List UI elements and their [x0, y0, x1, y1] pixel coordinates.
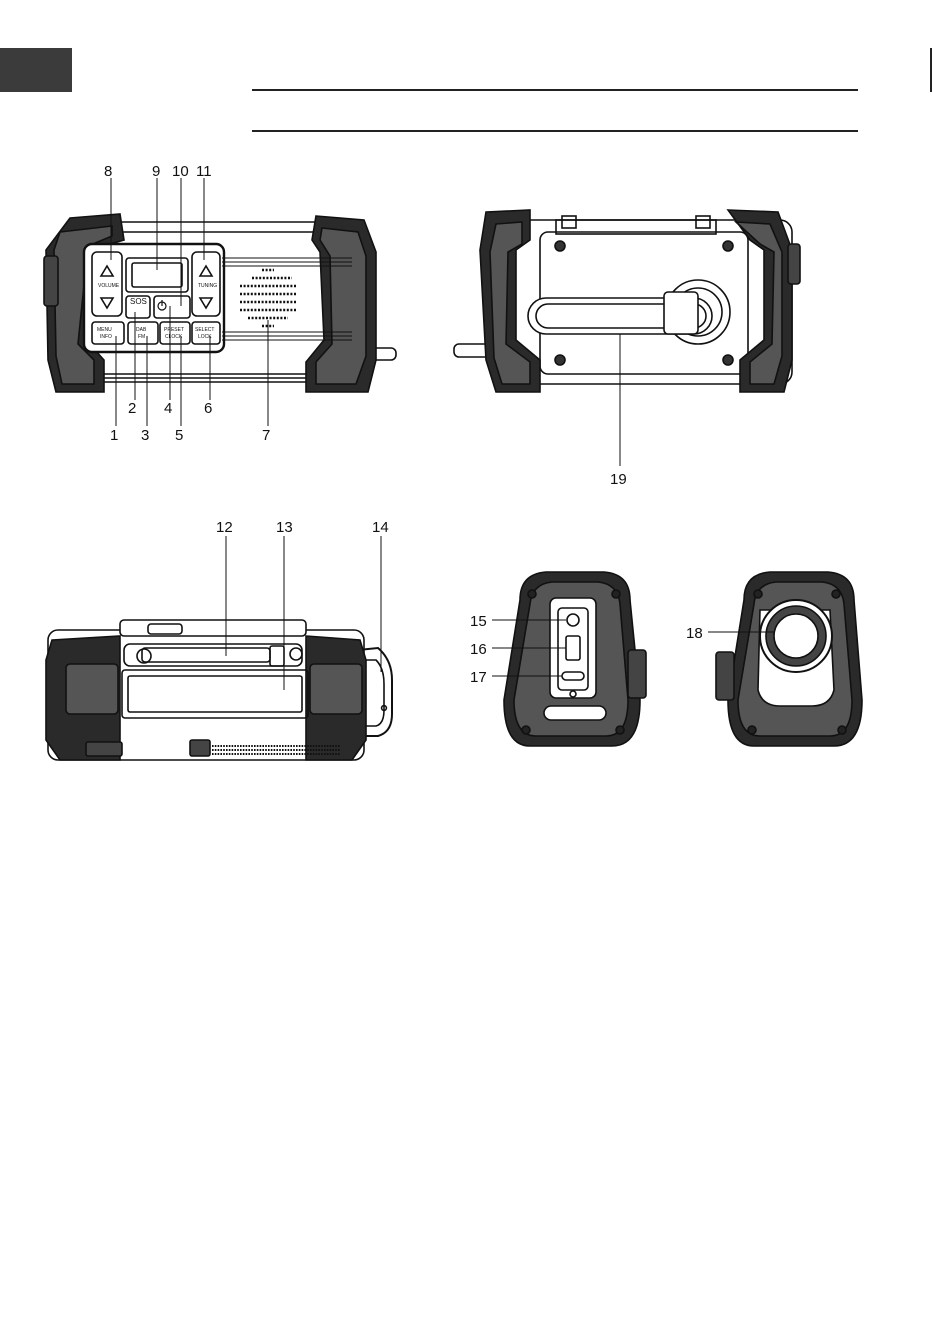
band-label: DAB: [136, 327, 147, 333]
callout-1: 1: [110, 427, 118, 444]
callout-8: 8: [104, 163, 112, 180]
callout-12: 12: [216, 519, 233, 536]
callout-4: 4: [164, 400, 172, 417]
callout-15: 15: [470, 613, 487, 630]
volume-label: VOLUME: [98, 283, 120, 289]
callout-16: 16: [470, 641, 487, 658]
callout-9: 9: [152, 163, 160, 180]
tuning-label: TUNING: [198, 283, 217, 289]
preset-label: PRESET: [164, 327, 184, 333]
callout-11: 11: [196, 163, 212, 180]
callout-13: 13: [276, 519, 293, 536]
menu-label: MENU: [97, 327, 112, 333]
front-view: [44, 178, 396, 426]
side-view-ports: [492, 572, 646, 746]
sos-label: SOS: [130, 297, 147, 306]
select-label: SELECT: [195, 327, 214, 333]
callout-18: 18: [686, 625, 703, 642]
preset-sub-label: CLOCK: [165, 334, 183, 340]
callout-6: 6: [204, 400, 212, 417]
back-view: [454, 210, 800, 466]
callout-3: 3: [141, 427, 149, 444]
callout-17: 17: [470, 669, 487, 686]
callout-19: 19: [610, 471, 627, 488]
select-sub-label: LOCK: [198, 334, 212, 340]
top-view: [46, 536, 392, 760]
callout-10: 10: [172, 163, 189, 180]
side-view-flashlight: [708, 572, 862, 746]
menu-sub-label: INFO: [100, 334, 112, 340]
callout-2: 2: [128, 400, 136, 417]
band-sub-label: FM: [138, 334, 145, 340]
callout-14: 14: [372, 519, 389, 536]
callout-7: 7: [262, 427, 270, 444]
callout-5: 5: [175, 427, 183, 444]
